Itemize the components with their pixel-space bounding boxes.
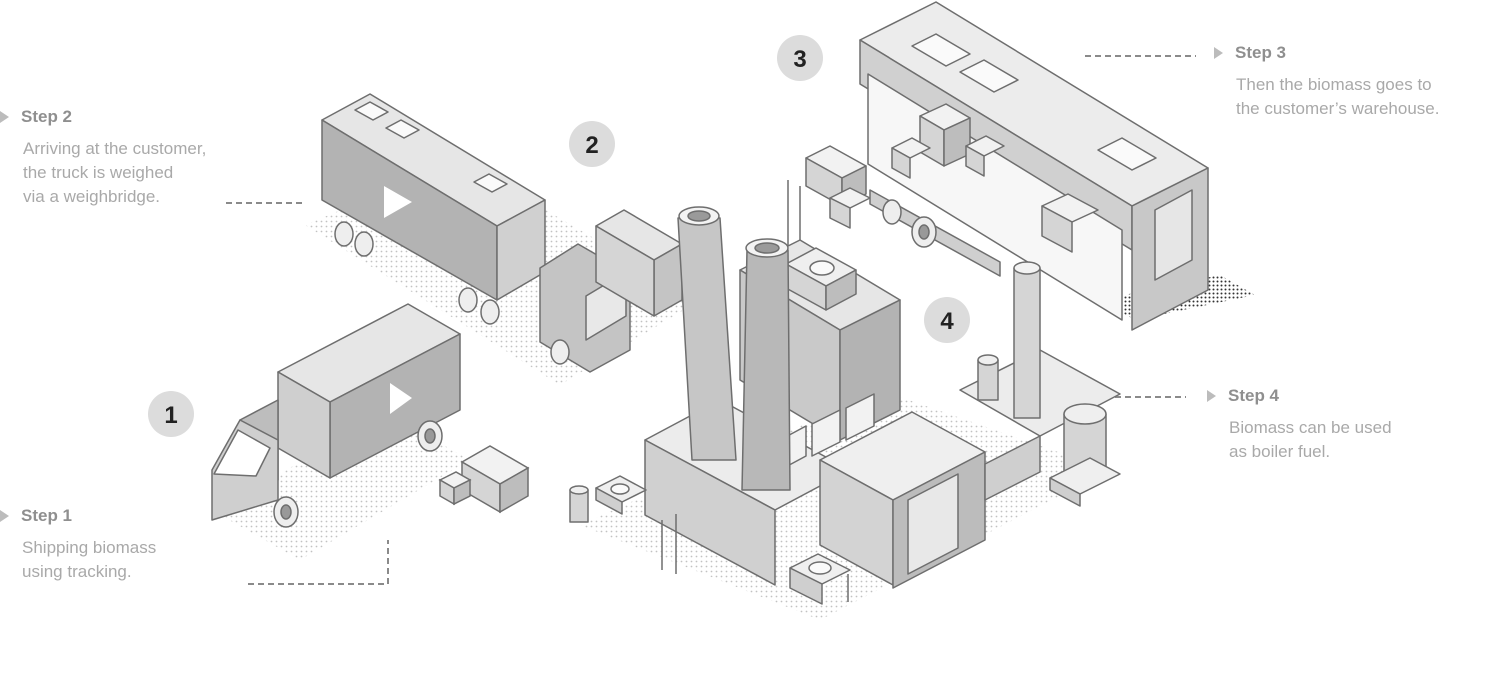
step-3-description: Then the biomass goes to the customer’s … (1236, 75, 1440, 118)
connector-step1 (248, 540, 389, 585)
semi-truck (305, 93, 700, 385)
badge-circle-4 (924, 297, 970, 343)
badge-number-1: 1 (164, 402, 177, 429)
triangle-right-icon (0, 111, 9, 123)
cargo-boxes-small (438, 445, 530, 514)
play-chevron-logo-icon (384, 186, 412, 218)
step-2-block: Step 2 Arriving at the customer, the tru… (0, 107, 206, 209)
step-2-label: Step 2 (21, 107, 73, 126)
badge-circle-3 (777, 35, 823, 81)
warehouse (859, 1, 1255, 331)
factory (569, 206, 1121, 620)
step-2-description: Arriving at the customer, the truck is w… (23, 139, 207, 206)
step-4-block: Step 4 Biomass can be used as boiler fue… (1207, 386, 1392, 464)
connector-lines (226, 55, 1196, 585)
badge-circle-1 (148, 391, 194, 437)
step-3-title: Step 3 (1214, 43, 1439, 63)
badge-number-2: 2 (585, 132, 598, 159)
play-chevron-logo-icon (390, 383, 412, 414)
step-badges: 1 2 3 4 (148, 35, 970, 437)
badge-number-4: 4 (940, 308, 954, 335)
step-1-description: Shipping biomass using tracking. (22, 538, 157, 581)
triangle-right-icon (0, 510, 9, 522)
step-1-title: Step 1 (0, 506, 156, 526)
step-3-label: Step 3 (1235, 43, 1287, 62)
step-1-label: Step 1 (21, 506, 73, 525)
step-1-block: Step 1 Shipping biomass using tracking. (0, 506, 156, 584)
badge-circle-2 (569, 121, 615, 167)
step-4-label: Step 4 (1228, 386, 1280, 405)
step-3-block: Step 3 Then the biomass goes to the cust… (1214, 43, 1439, 121)
step-2-title: Step 2 (0, 107, 206, 127)
small-truck (211, 303, 470, 560)
badge-number-3: 3 (793, 46, 806, 73)
triangle-right-icon (1214, 47, 1223, 59)
triangle-right-icon (1207, 390, 1216, 402)
step-4-title: Step 4 (1207, 386, 1392, 406)
forklift (787, 145, 1001, 277)
step-4-description: Biomass can be used as boiler fuel. (1229, 418, 1392, 461)
